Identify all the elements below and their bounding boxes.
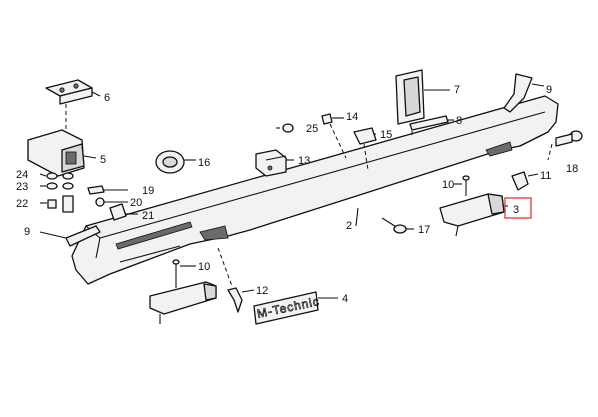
highlight-box-part-3 bbox=[504, 197, 532, 219]
grommet-part-16 bbox=[155, 150, 196, 174]
callout-22: 22 bbox=[16, 198, 28, 210]
callout-11: 11 bbox=[540, 170, 551, 182]
callout-16: 16 bbox=[198, 157, 210, 169]
callout-14: 14 bbox=[346, 111, 358, 123]
callout-24: 24 bbox=[16, 169, 28, 181]
trim-piece-9-left bbox=[39, 225, 101, 247]
callout-10-lower: 10 bbox=[198, 261, 210, 273]
callout-19: 19 bbox=[142, 185, 154, 197]
callout-4: 4 bbox=[342, 293, 348, 305]
bracket-part-7 bbox=[395, 69, 450, 125]
callout-10-upper: 10 bbox=[442, 179, 454, 191]
callout-12: 12 bbox=[256, 285, 268, 297]
callout-5: 5 bbox=[100, 154, 106, 166]
hardware-22-24 bbox=[39, 172, 74, 213]
callout-labels: 6 5 24 23 22 9 19 20 21 16 13 25 14 15 7… bbox=[16, 84, 578, 305]
callout-8: 8 bbox=[456, 115, 462, 127]
hardware-19-21 bbox=[87, 185, 138, 221]
clip-part-13 bbox=[255, 149, 294, 177]
pin-part-12 bbox=[217, 247, 255, 313]
bracket-part-6 bbox=[45, 79, 101, 105]
trim-piece-9-right bbox=[503, 73, 545, 113]
callout-23: 23 bbox=[16, 181, 28, 193]
callout-2: 2 bbox=[346, 220, 352, 232]
callout-15: 15 bbox=[380, 129, 392, 141]
strip-part-8 bbox=[409, 115, 454, 131]
callout-20: 20 bbox=[130, 197, 142, 209]
callout-6: 6 bbox=[104, 92, 110, 104]
screw-part-10-lower bbox=[172, 259, 196, 288]
callout-21: 21 bbox=[142, 210, 154, 222]
callout-13: 13 bbox=[298, 155, 310, 167]
bracket-part-5 bbox=[27, 129, 97, 177]
callout-18: 18 bbox=[566, 163, 578, 175]
callout-3: 3 bbox=[513, 204, 519, 216]
screw-part-10-upper bbox=[454, 175, 470, 196]
callout-17: 17 bbox=[418, 224, 430, 236]
screw-part-17 bbox=[381, 217, 414, 234]
hardware-14-15-25 bbox=[276, 113, 377, 171]
leader-part-2 bbox=[355, 207, 359, 227]
callout-9-left: 9 bbox=[24, 226, 30, 238]
callout-9-right: 9 bbox=[546, 84, 552, 96]
jack-pad-part-3 bbox=[439, 193, 508, 237]
callout-7: 7 bbox=[454, 84, 460, 96]
callout-25: 25 bbox=[306, 123, 318, 135]
clip-part-11 bbox=[511, 171, 539, 191]
jack-pad-lower bbox=[149, 281, 217, 324]
fastener-part-18 bbox=[547, 130, 583, 161]
